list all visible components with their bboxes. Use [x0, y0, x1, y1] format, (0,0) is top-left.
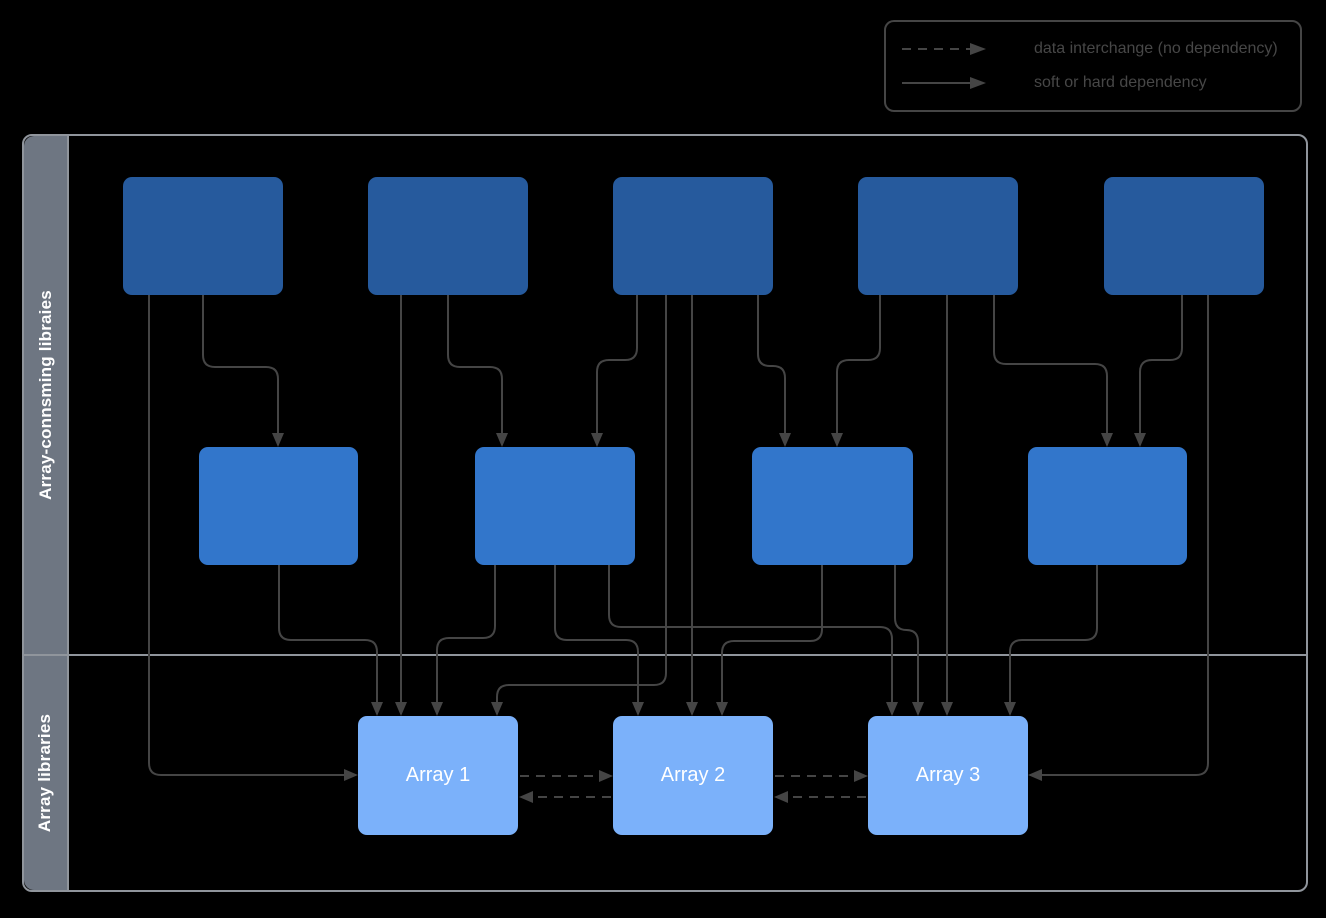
lane-array-consuming-libraries: Array-connsming libraies [24, 136, 67, 654]
node-m2 [475, 447, 635, 565]
node-label: Array 2 [660, 764, 726, 786]
node-m3 [752, 447, 913, 565]
legend: data interchange (no dependency) soft or… [884, 20, 1302, 112]
diagram-frame [22, 134, 1308, 892]
node-c3 [613, 177, 773, 295]
dashed-arrow-icon [902, 42, 986, 55]
node-m1 [199, 447, 358, 565]
node-c4 [858, 177, 1018, 295]
node-label: Array 1 [405, 764, 471, 786]
legend-row-data-interchange: data interchange (no dependency) [900, 39, 1300, 57]
legend-label-dependency: soft or hard dependency [1034, 74, 1207, 92]
node-c2 [368, 177, 528, 295]
lane-array-libraries: Array libraries [24, 656, 67, 890]
node-c1 [123, 177, 283, 295]
node-a2-array-2: Array 2 [613, 716, 773, 835]
legend-label-data-interchange: data interchange (no dependency) [1034, 39, 1278, 57]
node-a1-array-1: Array 1 [358, 716, 518, 835]
lane-label: Array libraries [35, 713, 55, 833]
legend-row-dependency: soft or hard dependency [900, 75, 1300, 91]
node-a3-array-3: Array 3 [868, 716, 1028, 835]
node-c5 [1104, 177, 1264, 295]
node-label: Array 3 [915, 764, 981, 786]
lane-divider-line [22, 654, 1308, 656]
node-m4 [1028, 447, 1187, 565]
solid-arrow-icon [902, 77, 986, 90]
lane-edge-line [67, 134, 69, 892]
lane-label: Array-connsming libraies [35, 290, 55, 500]
